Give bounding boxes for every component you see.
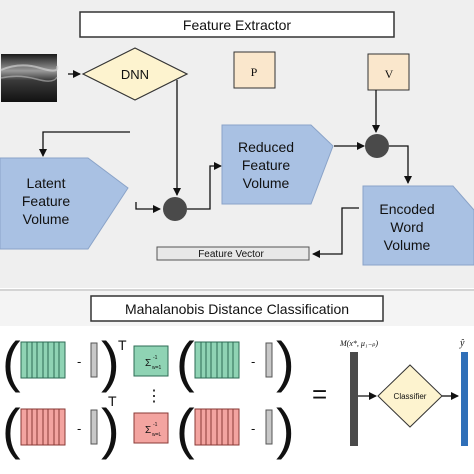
summation-node-icon xyxy=(163,197,187,221)
transpose-superscript: T xyxy=(118,337,127,353)
reduced-label-line3: Volume xyxy=(243,175,290,191)
inverse-covariance-top xyxy=(133,345,169,377)
node-to-encoded-arrow xyxy=(389,145,412,184)
mahalanobis-panel: Mahalanobis Distance Classification ( - … xyxy=(0,291,474,474)
sigma-bottom: Σ xyxy=(145,425,151,436)
paren-close-3: ) xyxy=(101,397,120,460)
mahalanobis-title: Mahalanobis Distance Classification xyxy=(125,301,349,317)
p-box xyxy=(233,51,276,89)
paren-open: ( xyxy=(2,330,21,393)
encoded-label-line2: Word xyxy=(390,219,423,235)
mean-vector-3 xyxy=(90,409,98,445)
latent-label-line1: Latent xyxy=(27,175,66,191)
red-feature-block-2 xyxy=(194,408,240,446)
latent-to-sum-arrow xyxy=(135,202,161,213)
m-label: M(x*, μ₁₋ₚ) xyxy=(339,339,378,348)
paren-close-4: ) xyxy=(276,397,295,460)
distance-vector-bar xyxy=(350,352,358,446)
sigma-top: Σ xyxy=(145,358,151,369)
mean-vector-2 xyxy=(265,342,273,378)
latent-label-line2: Feature xyxy=(22,193,70,209)
sigma-bottom-sub: w=L xyxy=(152,432,162,438)
vertical-ellipsis: ⋮ xyxy=(146,388,162,405)
feature-vector-bar xyxy=(156,246,310,261)
ultrasound-thumbnail-icon xyxy=(0,54,59,102)
green-feature-block xyxy=(20,341,66,379)
row-2-term: ( - ) T Σ -1 w=L ( xyxy=(2,393,295,460)
equals-sign: = xyxy=(312,379,327,409)
red-feature-block xyxy=(20,408,66,446)
dnn-diamond xyxy=(81,47,189,101)
output-vector-bar xyxy=(461,352,468,446)
inverse-covariance-bottom xyxy=(133,412,169,444)
reduced-label-line2: Feature xyxy=(242,157,290,173)
latent-label-line3: Volume xyxy=(23,211,70,227)
mean-vector xyxy=(90,342,98,378)
transpose-superscript-2: T xyxy=(108,393,117,409)
encoded-label-line1: Encoded xyxy=(379,201,434,217)
green-feature-block-2 xyxy=(194,341,240,379)
mahalanobis-title-box xyxy=(90,295,384,322)
reduced-label-line1: Reduced xyxy=(238,139,294,155)
classifier-label: Classifier xyxy=(394,392,427,401)
latent-feature-volume-block xyxy=(0,157,129,250)
v-box xyxy=(367,53,410,91)
sigma-top-sup: -1 xyxy=(153,355,158,361)
minus-sign: - xyxy=(77,354,81,369)
minus-sign-2: - xyxy=(251,354,255,369)
minus-sign-4: - xyxy=(251,421,255,436)
minus-sign-3: - xyxy=(77,421,81,436)
encoded-label-line3: Volume xyxy=(384,237,431,253)
dnn-to-latent-arrow xyxy=(39,131,130,157)
encoded-word-volume-block xyxy=(362,185,474,266)
feature-extractor-title: Feature Extractor xyxy=(183,17,291,33)
row-1-term: ( - ) T Σ -1 w=1 ( xyxy=(2,330,295,393)
feature-extractor-title-box xyxy=(79,11,395,38)
feature-vector-label: Feature Vector xyxy=(198,249,264,260)
mean-vector-4 xyxy=(265,409,273,445)
paren-close-2: ) xyxy=(276,330,295,393)
paren-open-3: ( xyxy=(2,397,21,460)
p-label: P xyxy=(251,65,258,79)
encoded-to-feature-vector-arrow xyxy=(312,207,359,258)
sigma-top-sub: w=1 xyxy=(152,365,162,371)
reduced-feature-volume-block xyxy=(221,124,334,205)
sigma-bottom-sup: -1 xyxy=(153,422,158,428)
feature-extractor-panel: Feature Extractor DNN P V Latent Feature… xyxy=(0,0,474,288)
dnn-label: DNN xyxy=(121,67,149,82)
v-label: V xyxy=(385,67,394,81)
paren-open-2: ( xyxy=(176,330,195,393)
product-node-icon xyxy=(365,134,389,158)
paren-close: ) xyxy=(101,330,120,393)
sum-to-reduced-arrow xyxy=(187,162,222,210)
y-hat-label: ŷ xyxy=(459,338,465,349)
paren-open-4: ( xyxy=(176,397,195,460)
